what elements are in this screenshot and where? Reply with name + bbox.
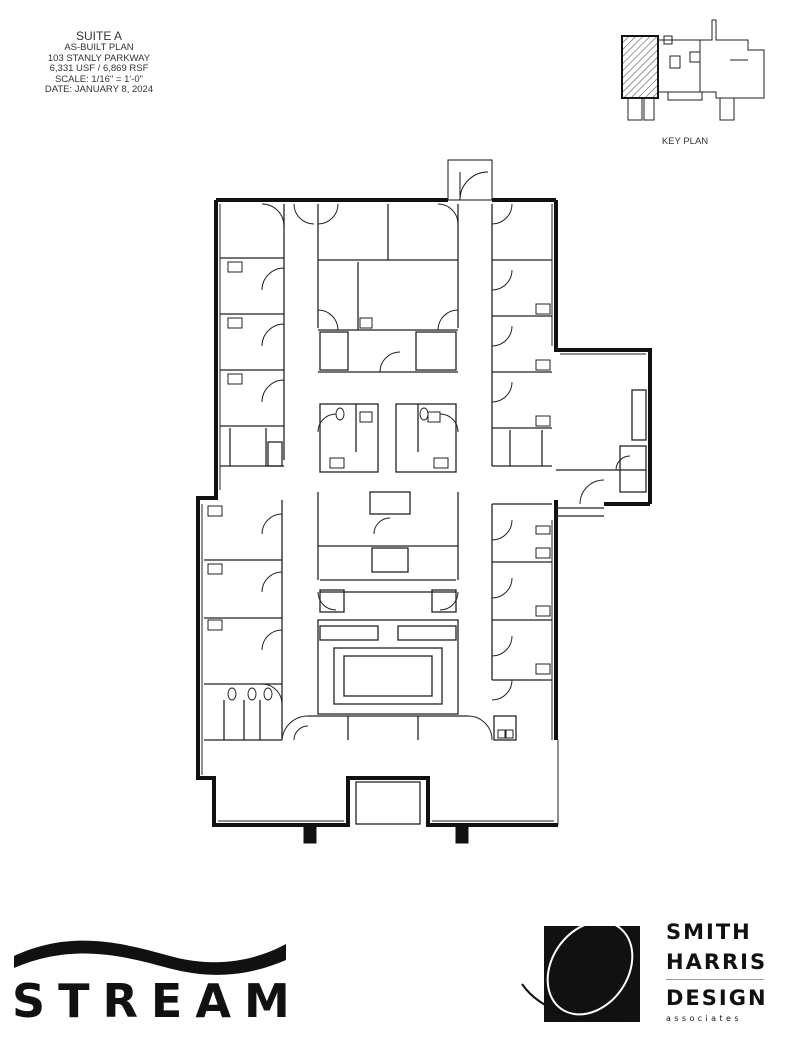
suite-name: SUITE A <box>75 29 122 43</box>
shd-wordmark-smith: SMITH <box>666 920 752 944</box>
scale: SCALE: 1/16" = 1'-0" <box>54 73 144 85</box>
area: 6,331 USF / 6,869 RSF <box>49 63 149 74</box>
shd-emblem <box>521 920 640 1022</box>
shd-wordmark-design: DESIGN <box>666 986 768 1010</box>
title-block: SUITE A AS-BUILT PLAN 103 STANLY PARKWAY… <box>14 30 184 96</box>
address: 103 STANLY PARKWAY <box>47 52 151 64</box>
window-strips <box>201 204 646 825</box>
key-plan <box>621 19 765 121</box>
date: DATE: JANUARY 8, 2024 <box>44 84 154 95</box>
key-plan-label: KEY PLAN <box>661 136 709 147</box>
plan-type: AS-BUILT PLAN <box>64 42 134 53</box>
shd-wordmark-harris: HARRIS <box>666 950 768 974</box>
interior-partitions <box>204 204 647 741</box>
shd-divider <box>666 979 764 980</box>
exterior-walls <box>196 198 652 827</box>
fixtures <box>207 261 551 739</box>
entry-vestibule <box>303 776 469 844</box>
rear-exit <box>447 159 493 201</box>
stream-wave-logo <box>14 940 286 975</box>
shd-wordmark-associates: associates <box>666 1014 742 1023</box>
stream-wordmark: STREAM <box>12 974 303 1028</box>
door-swings <box>261 203 631 741</box>
